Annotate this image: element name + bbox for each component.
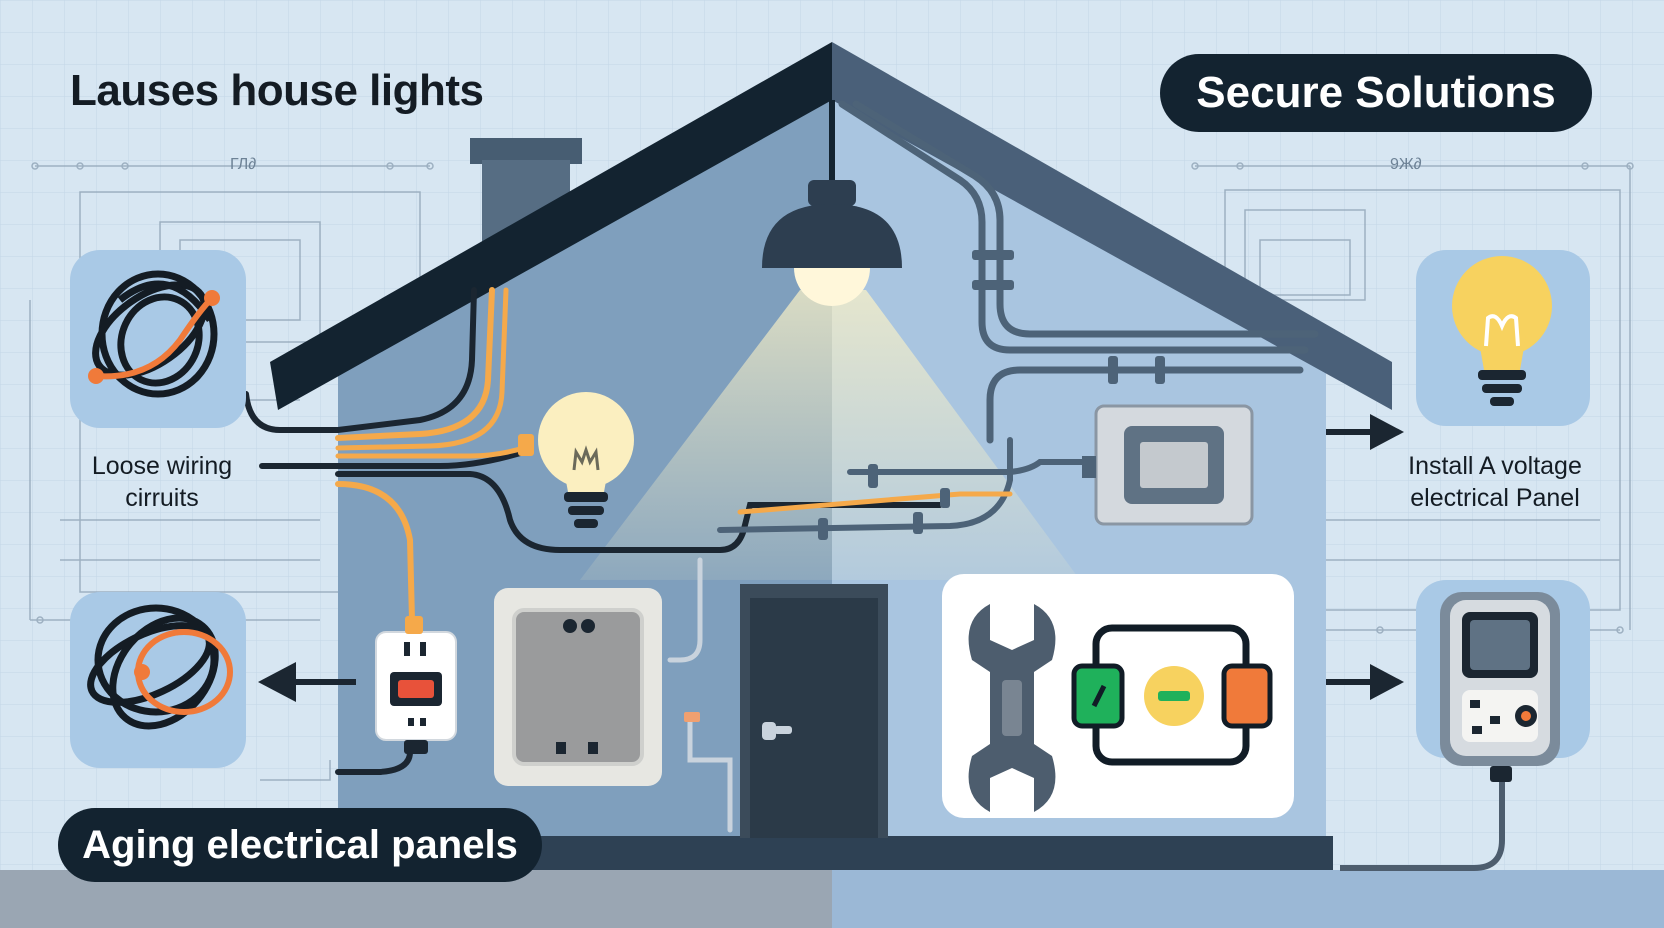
tangled-wire-icon	[70, 250, 246, 428]
old-electrical-panel-icon	[494, 588, 662, 786]
wires-right	[838, 100, 1319, 444]
install-panel-caption: Install A voltage electrical Panel	[1380, 450, 1610, 514]
small-fixture-icon	[684, 712, 700, 722]
light-beam	[580, 290, 1080, 580]
ground-right	[832, 870, 1664, 928]
door-icon	[740, 584, 888, 838]
meter-box-icon	[1082, 404, 1254, 526]
outlet-icon	[375, 616, 457, 754]
aging-panels-label: Aging electrical panels	[58, 808, 542, 882]
battery-icon	[1071, 624, 1273, 766]
tangled-wire-icon-2	[70, 592, 246, 768]
wires-left	[243, 287, 1098, 833]
roof-left	[270, 42, 832, 410]
loose-wiring-caption: Loose wiring cirruits	[52, 450, 272, 514]
problem-title: Lauses house lights	[70, 66, 484, 115]
wire-clips-left	[518, 434, 950, 540]
loose-wiring-line1: Loose wiring	[91, 452, 233, 480]
loose-wiring-line2: cirruits	[125, 484, 199, 512]
wrench-icon	[968, 604, 1056, 812]
install-panel-line1: Install A voltage	[1408, 452, 1582, 480]
arrow-right-bottom	[1326, 664, 1404, 700]
light-bulb-icon	[538, 392, 634, 528]
roof-right	[832, 42, 1392, 410]
arrow-left	[258, 662, 356, 702]
wire-clips-right	[972, 250, 1165, 384]
blueprint-mark-left: ГЛ∂	[230, 156, 256, 173]
blueprint-mark-right: 9Ж∂	[1390, 156, 1422, 173]
solutions-title: Secure Solutions	[1160, 54, 1592, 132]
panel-cable	[1340, 782, 1505, 871]
light-bulb-solution-icon	[1416, 250, 1590, 426]
chimney-cap	[470, 138, 582, 164]
arrow-right-top	[1326, 414, 1404, 450]
install-panel-line2: electrical Panel	[1410, 484, 1580, 512]
ceiling-lamp-icon	[762, 180, 902, 306]
arrow-icon	[258, 414, 1404, 702]
electrical-panel-icon	[1416, 580, 1590, 782]
